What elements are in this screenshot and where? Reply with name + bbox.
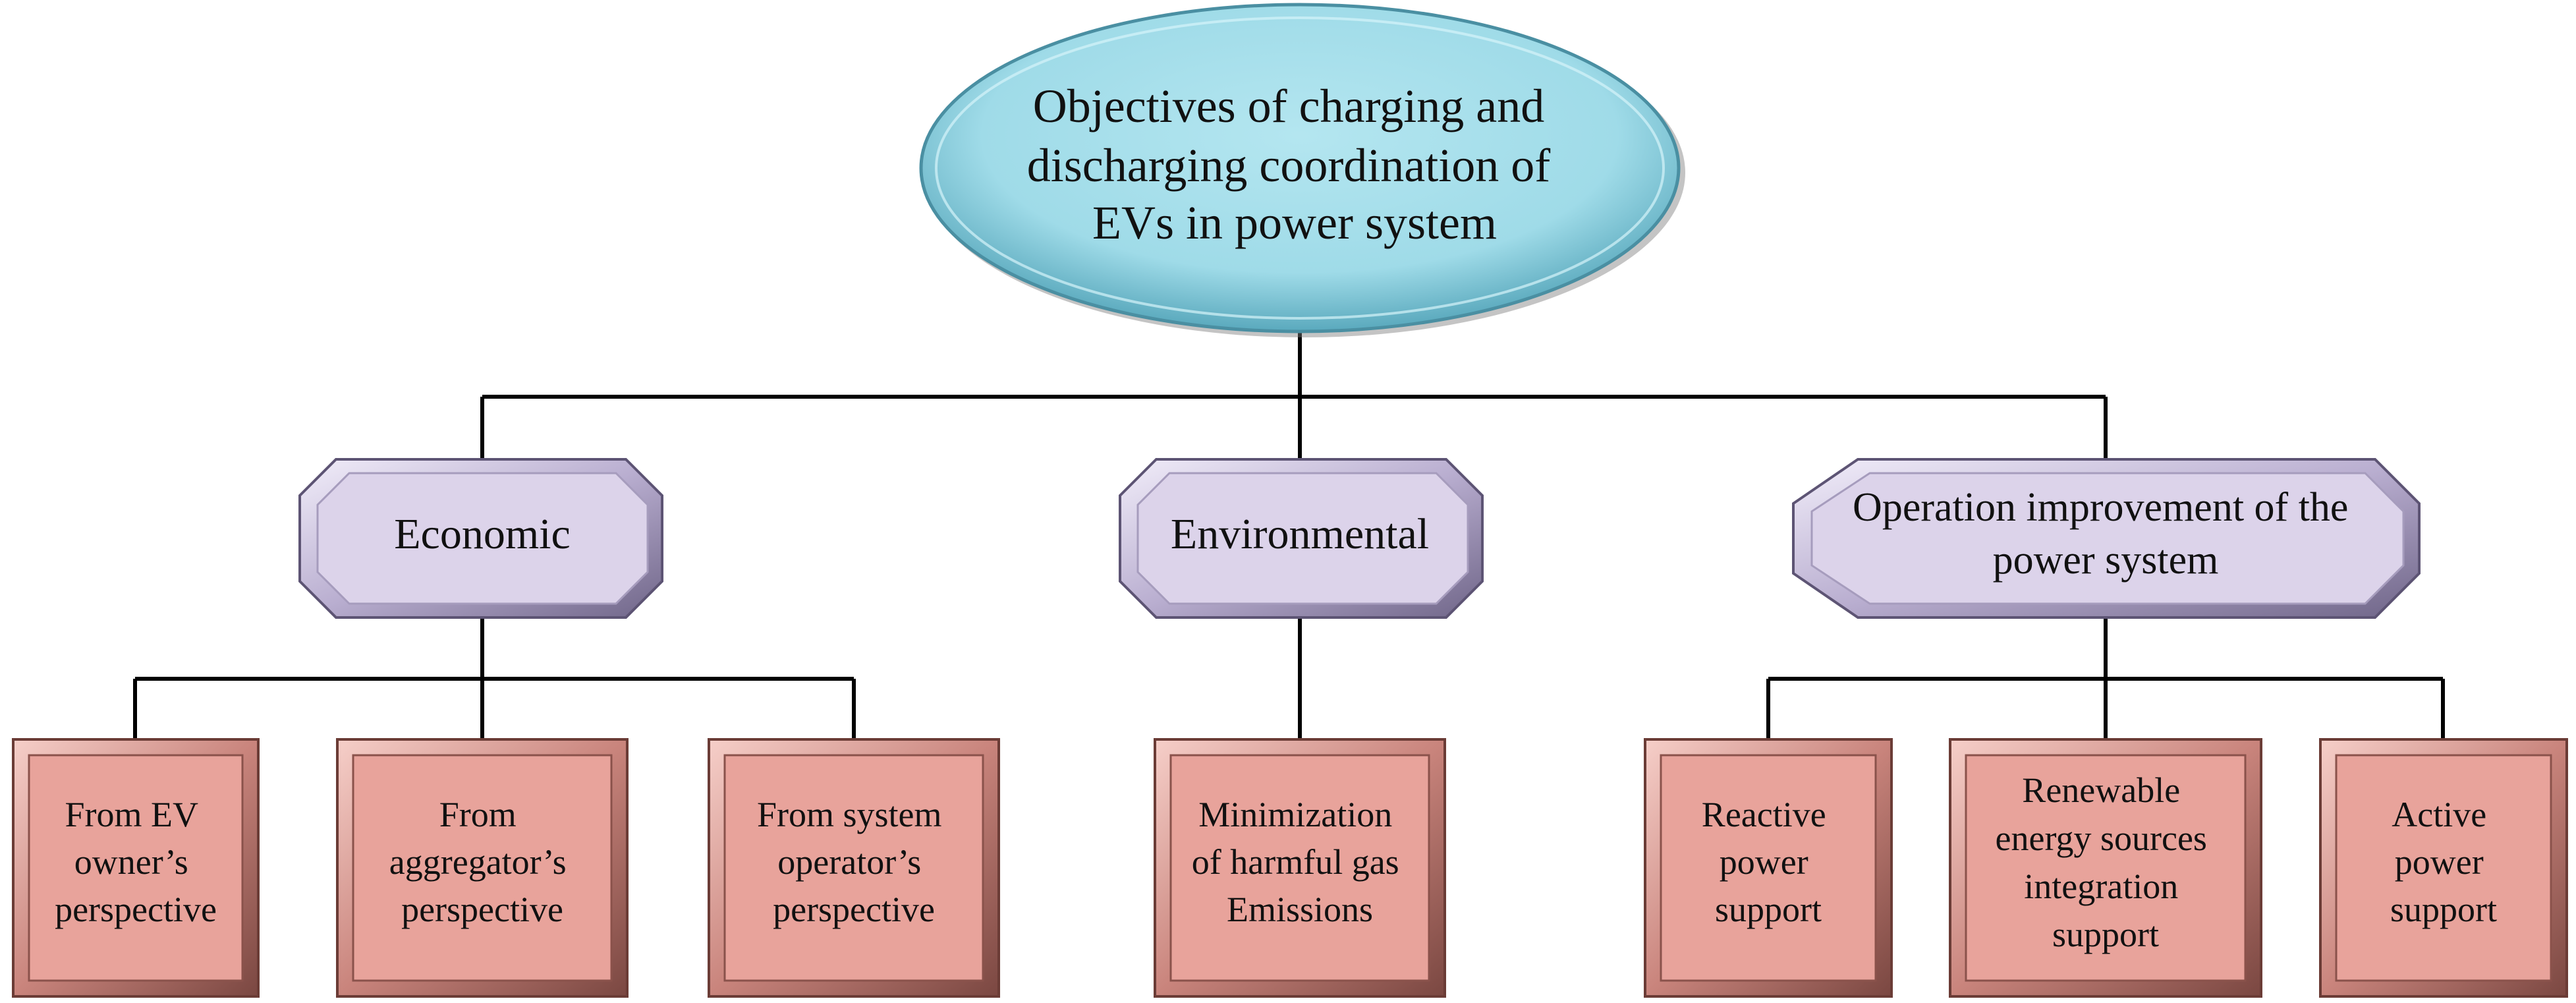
- renewable-line-3: integration: [2024, 867, 2178, 906]
- ev-owner-line-1: From EV: [65, 795, 198, 834]
- economic-label: Economic: [394, 510, 571, 558]
- root-ellipse: [919, 3, 1681, 333]
- economic-connectors: [133, 617, 856, 739]
- harmful-gas-line-2: of harmful gas: [1192, 842, 1399, 882]
- environmental-shape-inner: [1136, 472, 1469, 605]
- category-operation-improvement: Operation improvement of the power syste…: [1792, 458, 2421, 619]
- operation-label: Operation improvement of the power syste…: [1853, 485, 2359, 583]
- ev-owner-line-3: perspective: [55, 890, 217, 929]
- root-ellipse-highlight: [935, 16, 1665, 320]
- aggregator-label: From aggregator’s perspective: [389, 795, 575, 929]
- system-operator-label: From system operator’s perspective: [757, 795, 951, 929]
- environmental-line-1: Environmental: [1171, 510, 1429, 558]
- economic-line-1: Economic: [394, 510, 571, 558]
- leaf-harmful-gas-minimization: Minimization of harmful gas Emissions: [1154, 738, 1446, 998]
- leaf-renewable-integration-support: Renewable energy sources integration sup…: [1949, 738, 2262, 998]
- reactive-box: [1660, 754, 1877, 982]
- leaf-active-power-support: Active power support: [2319, 738, 2568, 998]
- ev-owner-label: From EV owner’s perspective: [55, 795, 217, 929]
- reactive-line-1: Reactive: [1702, 795, 1826, 834]
- renewable-line-2: energy sources: [1996, 818, 2207, 858]
- system-operator-line-3: perspective: [773, 890, 935, 929]
- harmful-gas-line-3: Emissions: [1227, 890, 1373, 929]
- active-line-1: Active: [2392, 795, 2486, 834]
- root-label: Objectives of charging and discharging c…: [1027, 80, 1563, 249]
- environmental-label: Environmental: [1171, 510, 1429, 558]
- root-line-2: discharging coordination of: [1027, 139, 1551, 192]
- root-line-3: EVs in power system: [1092, 196, 1497, 249]
- leaf-ev-owner-perspective: From EV owner’s perspective: [12, 738, 260, 998]
- harmful-gas-line-1: Minimization: [1198, 795, 1392, 834]
- reactive-label: Reactive power support: [1702, 795, 1835, 929]
- system-operator-line-1: From system: [757, 795, 942, 834]
- aggregator-line-2: aggregator’s: [389, 842, 567, 882]
- aggregator-line-3: perspective: [401, 890, 563, 929]
- aggregator-box: [352, 754, 613, 982]
- leaf-system-operator-perspective: From system operator’s perspective: [708, 738, 1000, 998]
- harmful-gas-label: Minimization of harmful gas Emissions: [1192, 795, 1408, 929]
- root-line-1: Objectives of charging and: [1033, 80, 1544, 132]
- economic-shape-inner: [316, 472, 649, 605]
- root-node: Objectives of charging and discharging c…: [919, 3, 1685, 337]
- renewable-label: Renewable energy sources integration sup…: [1996, 770, 2216, 954]
- operation-line-2: power system: [1993, 538, 2219, 583]
- leaf-reactive-power-support: Reactive power support: [1644, 738, 1893, 998]
- harmful-gas-box: [1169, 754, 1430, 982]
- active-line-3: support: [2390, 890, 2497, 929]
- leaf-aggregator-perspective: From aggregator’s perspective: [336, 738, 629, 998]
- aggregator-line-1: From: [439, 795, 517, 834]
- system-operator-line-2: operator’s: [777, 842, 921, 882]
- ev-owner-line-2: owner’s: [74, 842, 188, 882]
- operation-shape-inner: [1810, 472, 2405, 605]
- active-box: [2335, 754, 2552, 982]
- operation-line-1: Operation improvement of the: [1853, 485, 2348, 530]
- renewable-line-1: Renewable: [2022, 770, 2180, 810]
- reactive-line-3: support: [1715, 890, 1822, 929]
- renewable-line-4: support: [2052, 915, 2159, 954]
- operation-connectors: [1766, 617, 2445, 739]
- system-operator-box: [723, 754, 984, 982]
- active-line-2: power: [2395, 842, 2484, 882]
- category-environmental: Environmental: [1119, 458, 1484, 619]
- renewable-box: [1965, 754, 2247, 982]
- reactive-line-2: power: [1720, 842, 1808, 882]
- ev-owner-box: [28, 754, 244, 982]
- root-connectors: [480, 333, 2108, 459]
- active-label: Active power support: [2390, 795, 2497, 929]
- category-economic: Economic: [298, 458, 663, 619]
